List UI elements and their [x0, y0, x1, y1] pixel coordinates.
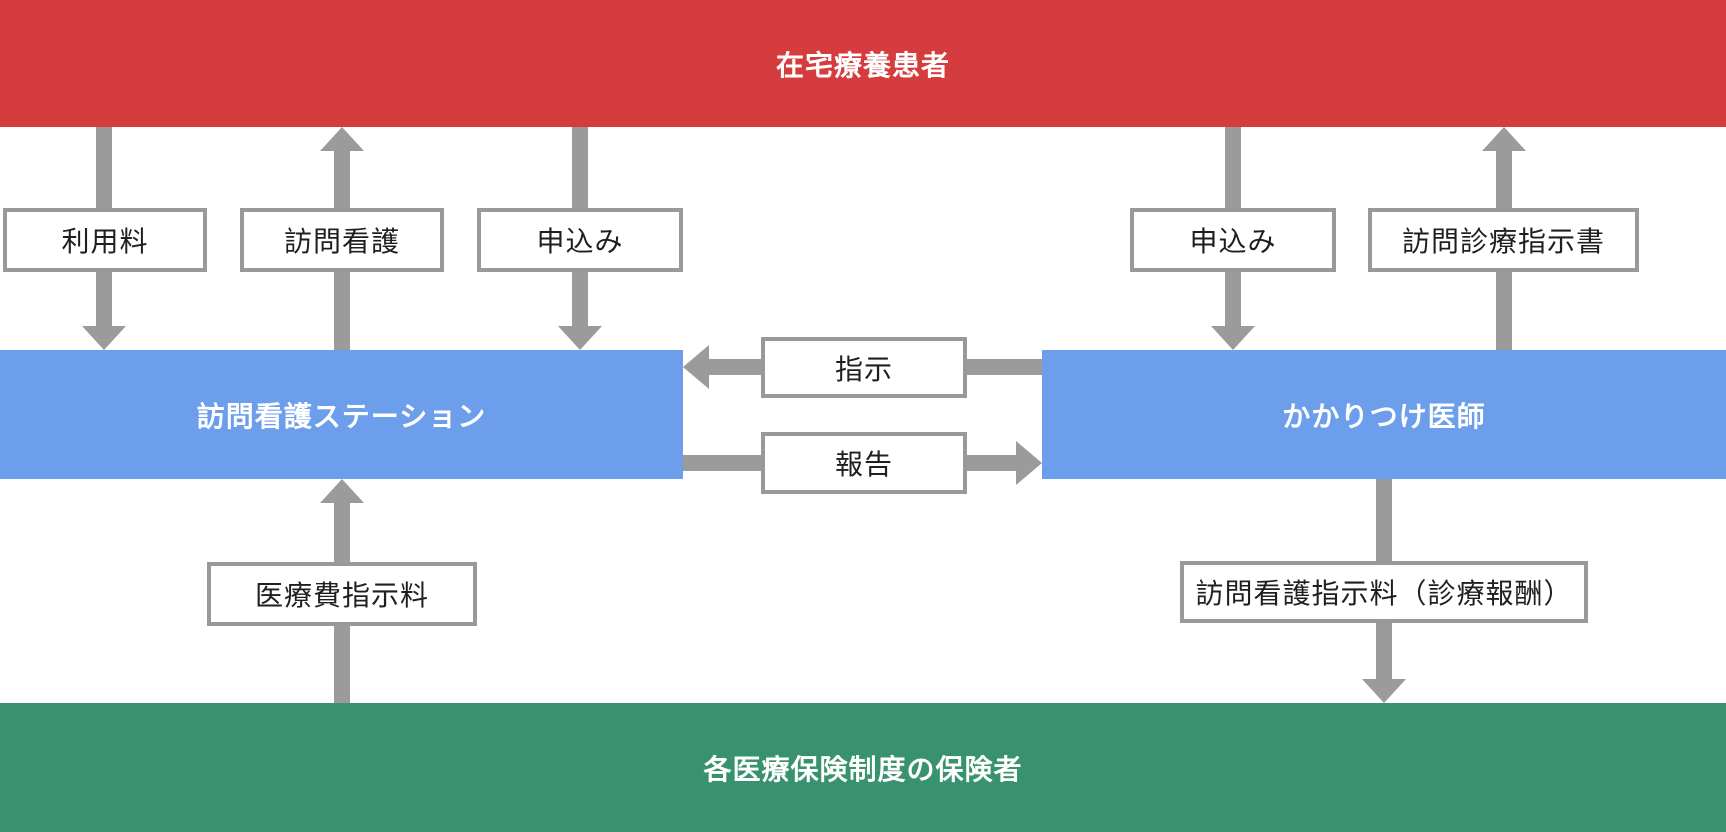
visiting-nursing-arrowhead-up-icon	[320, 127, 364, 151]
label-box-usage-fee: 利用料	[3, 208, 207, 272]
band-family-doctor: かかりつけ医師	[1042, 350, 1726, 479]
band-home-care-patient-label: 在宅療養患者	[775, 49, 950, 81]
visit-instruction-doc-label: 訪問診療指示書	[1401, 226, 1605, 257]
band-visiting-nursing-station-label: 訪問看護ステーション	[196, 400, 487, 432]
label-box-application-doctor: 申込み	[1130, 208, 1336, 272]
report-label: 報告	[834, 449, 893, 480]
medical-fee-label: 医療費指示料	[254, 580, 429, 611]
label-box-report: 報告	[761, 432, 967, 494]
label-box-application-station: 申込み	[477, 208, 683, 272]
visiting-nursing-label: 訪問看護	[283, 226, 400, 257]
application-doctor-arrowhead-down-icon	[1211, 326, 1255, 350]
label-box-medical-fee: 医療費指示料	[207, 562, 477, 626]
medical-fee-arrowhead-up-icon	[320, 479, 364, 503]
nursing-instruction-fee-label: 訪問看護指示料（診療報酬）	[1195, 578, 1573, 609]
report-arrowhead-right-icon	[1016, 441, 1042, 485]
label-box-nursing-instruction-fee: 訪問看護指示料（診療報酬）	[1180, 561, 1588, 623]
label-box-visit-instruction-doc: 訪問診療指示書	[1368, 208, 1639, 272]
application-station-arrowhead-down-icon	[558, 326, 602, 350]
label-box-instruction: 指示	[761, 337, 967, 398]
nursing-instruction-fee-arrowhead-down-icon	[1362, 679, 1406, 703]
band-insurers-label: 各医療保険制度の保険者	[703, 753, 1023, 785]
band-visiting-nursing-station: 訪問看護ステーション	[0, 350, 683, 479]
instruction-label: 指示	[834, 353, 893, 385]
label-box-visiting-nursing: 訪問看護	[240, 208, 444, 272]
usage-fee-label: 利用料	[61, 226, 149, 257]
application-doctor-label: 申込み	[1189, 226, 1277, 257]
band-home-care-patient: 在宅療養患者	[0, 0, 1726, 127]
application-station-label: 申込み	[536, 226, 624, 257]
usage-fee-arrowhead-down-icon	[82, 326, 126, 350]
band-insurers: 各医療保険制度の保険者	[0, 703, 1726, 832]
visit-instruction-doc-arrowhead-up-icon	[1482, 127, 1526, 151]
band-family-doctor-label: かかりつけ医師	[1282, 400, 1486, 432]
instruction-arrowhead-left-icon	[683, 345, 709, 389]
